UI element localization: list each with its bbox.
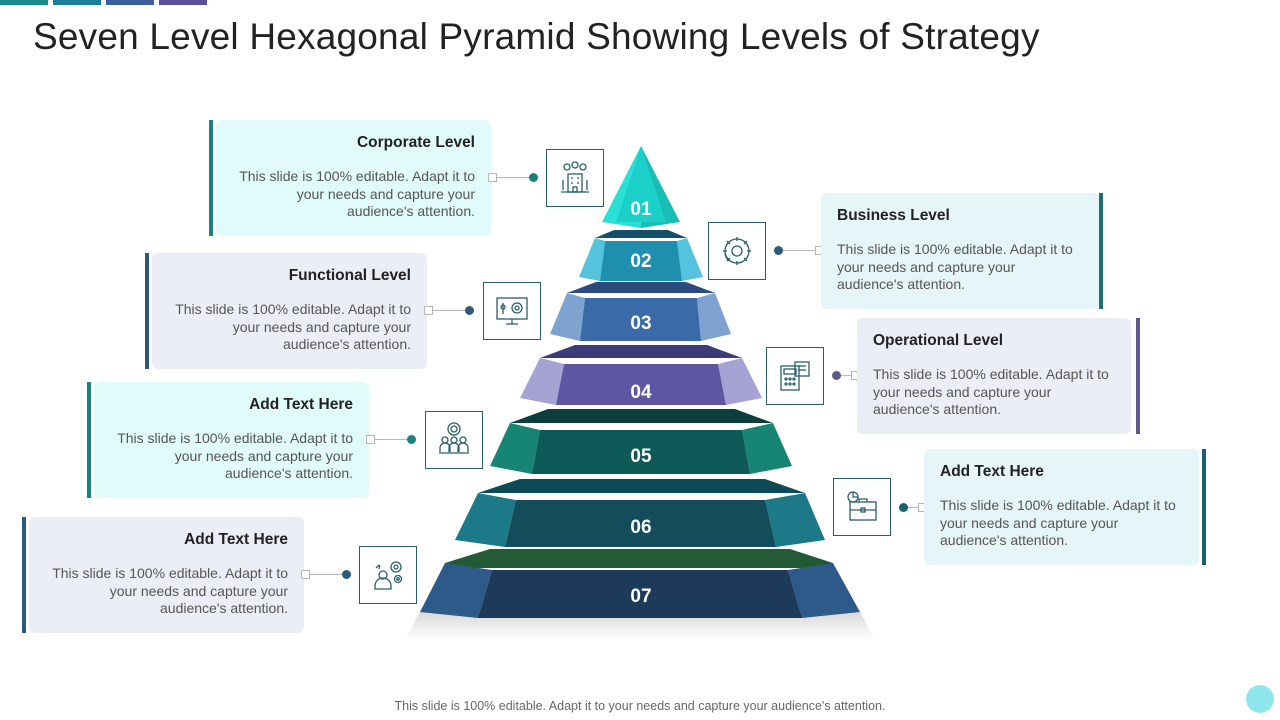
level-card-operational: Operational Level This slide is 100% edi… (857, 318, 1131, 434)
card-heading: Corporate Level (356, 134, 475, 151)
accent-bar (1099, 193, 1103, 309)
pyramid-level-07 (420, 549, 860, 618)
card-text: This slide is 100% editable. Adapt it to… (117, 430, 353, 481)
card-text: This slide is 100% editable. Adapt it to… (52, 565, 288, 616)
accent-strip (53, 0, 101, 5)
card-text: This slide is 100% editable. Adapt it to… (239, 168, 475, 219)
accent-bar (209, 120, 213, 236)
card-heading: Functional Level (288, 267, 411, 284)
connector-dot (832, 371, 841, 380)
monitor-settings-icon (483, 282, 541, 340)
card-heading: Business Level (837, 207, 950, 224)
pyramid-shadow (405, 612, 875, 640)
connector-dot (774, 246, 783, 255)
level-number-07: 07 (630, 586, 652, 607)
pyramid-level-02 (579, 230, 703, 281)
level-number-03: 03 (630, 313, 652, 334)
accent-strip (0, 0, 48, 5)
page-title: Seven Level Hexagonal Pyramid Showing Le… (33, 16, 1040, 57)
connector-end (366, 435, 375, 444)
connector-line (908, 507, 918, 508)
level-card-corporate: Corporate Level This slide is 100% edita… (216, 120, 491, 236)
accent-strip (159, 0, 207, 5)
level-number-04: 04 (630, 382, 652, 403)
connector (774, 246, 824, 255)
level-card-05: Add Text Here This slide is 100% editabl… (94, 382, 369, 498)
accent-strip (106, 0, 154, 5)
corner-circle (1246, 685, 1274, 713)
team-network-icon (425, 411, 483, 469)
level-card-06: Add Text Here This slide is 100% editabl… (924, 449, 1199, 565)
connector (899, 503, 927, 512)
level-number-02: 02 (630, 251, 652, 272)
gears-icon (708, 222, 766, 280)
level-number-01: 01 (630, 199, 652, 220)
footer-note: This slide is 100% editable. Adapt it to… (394, 699, 886, 713)
card-heading: Add Text Here (249, 396, 353, 413)
level-card-functional: Functional Level This slide is 100% edit… (152, 253, 427, 369)
card-text: This slide is 100% editable. Adapt it to… (940, 497, 1176, 548)
pyramid-level-04 (520, 345, 762, 405)
connector-dot (529, 173, 538, 182)
connector-dot (899, 503, 908, 512)
level-card-07: Add Text Here This slide is 100% editabl… (29, 517, 304, 633)
connector-line (310, 574, 342, 575)
accent-bar (1136, 318, 1140, 434)
pyramid-level-06 (455, 479, 825, 547)
connector (366, 435, 416, 444)
accent-bar (1202, 449, 1206, 565)
connector (488, 173, 538, 182)
calculator-dashboard-icon (766, 347, 824, 405)
card-text: This slide is 100% editable. Adapt it to… (175, 301, 411, 352)
pyramid-level-05 (490, 409, 792, 474)
level-number-06: 06 (630, 517, 652, 538)
connector-line (783, 250, 815, 251)
level-number-05: 05 (630, 446, 652, 467)
connector-line (433, 310, 465, 311)
connector-dot (407, 435, 416, 444)
corporate-building-icon (546, 149, 604, 207)
accent-bar (87, 382, 91, 498)
card-heading: Operational Level (873, 332, 1004, 349)
connector-end (424, 306, 433, 315)
connector (301, 570, 351, 579)
connector-end (301, 570, 310, 579)
briefcase-chart-icon (833, 478, 891, 536)
connector (424, 306, 474, 315)
pyramid-level-01 (602, 146, 680, 228)
card-heading: Add Text Here (184, 531, 288, 548)
pyramid-level-03 (550, 282, 731, 341)
connector (832, 371, 860, 380)
connector-line (375, 439, 407, 440)
connector-dot (465, 306, 474, 315)
connector-line (841, 375, 851, 376)
level-card-business: Business Level This slide is 100% editab… (821, 193, 1099, 309)
top-accent-bar (0, 0, 207, 5)
connector-end (488, 173, 497, 182)
card-text: This slide is 100% editable. Adapt it to… (873, 366, 1109, 417)
accent-bar (22, 517, 26, 633)
person-gears-icon (359, 546, 417, 604)
accent-bar (145, 253, 149, 369)
card-text: This slide is 100% editable. Adapt it to… (837, 241, 1073, 292)
card-heading: Add Text Here (940, 463, 1044, 480)
connector-dot (342, 570, 351, 579)
connector-line (497, 177, 529, 178)
